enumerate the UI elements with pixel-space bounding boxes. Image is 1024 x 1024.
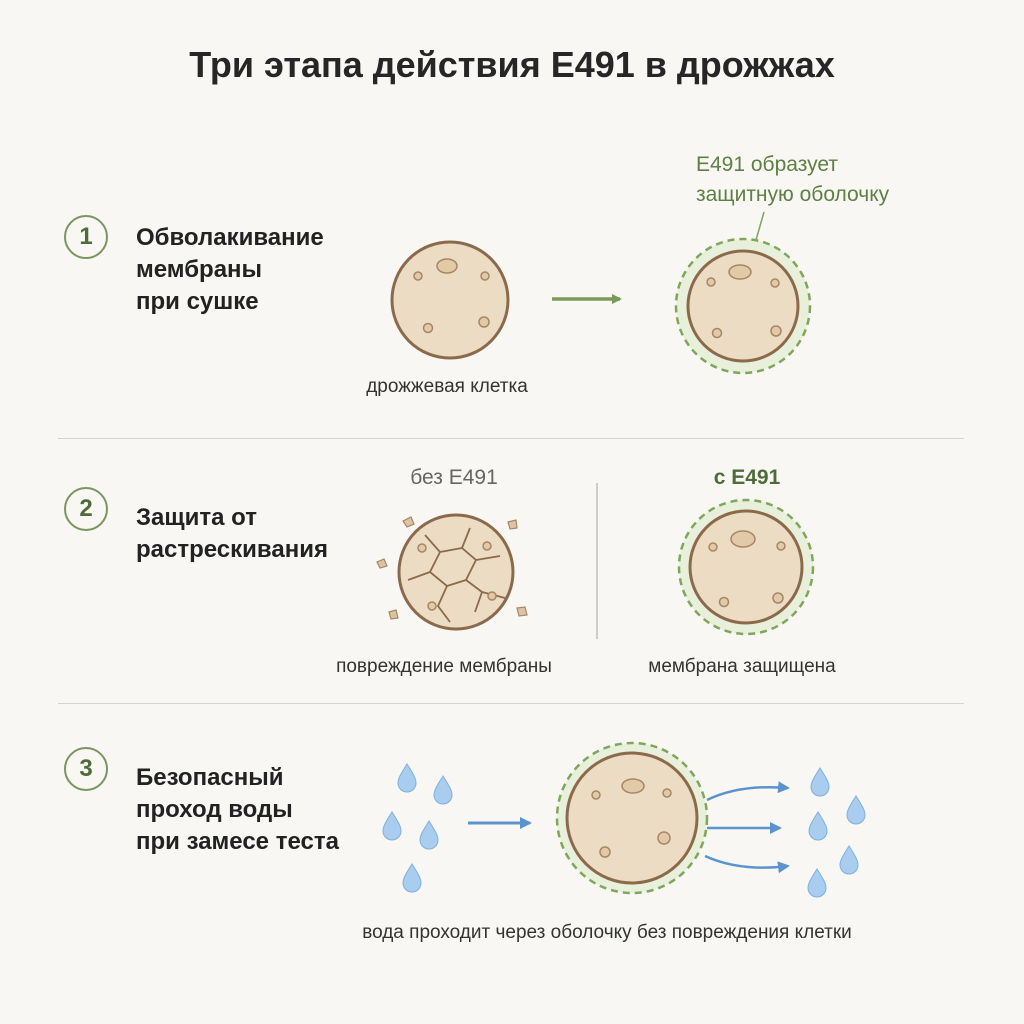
yeast-cell-protected bbox=[677, 498, 815, 636]
page-title: Три этапа действия E491 в дрожжах bbox=[189, 44, 835, 85]
membrane-damage-caption: повреждение мембраны bbox=[336, 656, 552, 677]
water-flow-arrows-icon bbox=[704, 781, 790, 874]
stage-2-number-badge: 2 bbox=[64, 487, 108, 531]
membrane-protected-caption: мембрана защищена bbox=[648, 656, 836, 677]
coating-note: E491 образует защитную оболочку bbox=[696, 153, 890, 206]
yeast-cell-plain bbox=[390, 240, 510, 360]
water-pass-caption: вода проходит через оболочку без поврежд… bbox=[362, 922, 852, 943]
stage-1-number-badge: 1 bbox=[64, 215, 108, 259]
yeast-cell-cracked bbox=[376, 513, 528, 631]
divider-2 bbox=[58, 703, 964, 704]
coating-pointer-line bbox=[755, 211, 765, 241]
without-e491-label: без E491 bbox=[410, 466, 498, 489]
with-e491-label: с E491 bbox=[713, 466, 781, 489]
water-drops-left-icon bbox=[382, 763, 453, 893]
stage-1-title: Обволакивание мембраны при сушке bbox=[136, 224, 324, 315]
stage-3-title: Безопасный проход воды при замесе теста bbox=[136, 764, 339, 855]
stage-3-number-badge: 3 bbox=[64, 747, 108, 791]
yeast-cell-water-pass bbox=[555, 741, 709, 895]
yeast-cell-coated bbox=[674, 237, 812, 375]
divider-1 bbox=[58, 438, 964, 439]
water-drops-right-icon bbox=[807, 767, 866, 898]
comparison-divider bbox=[596, 483, 598, 639]
yeast-cell-caption: дрожжевая клетка bbox=[366, 376, 528, 397]
stage-2-title: Защита от растрескивания bbox=[136, 504, 328, 563]
